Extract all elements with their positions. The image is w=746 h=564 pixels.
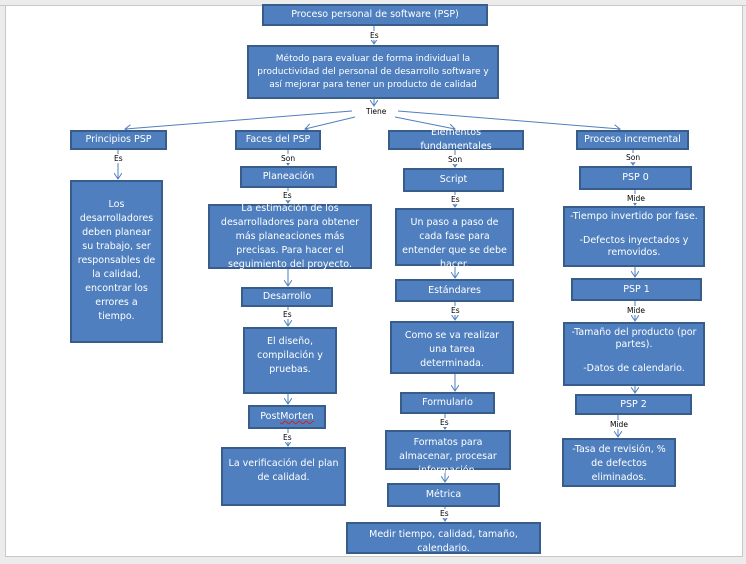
edge-label-es: Es [370,31,379,40]
elemento-metrica: Métrica [387,483,500,507]
elemento-formulario: Formulario [400,392,495,414]
principios-desc: Los desarrolladores deben planear su tra… [70,180,163,343]
edge-label-mide: Mide [610,420,628,429]
fase-desarrollo: Desarrollo [241,287,333,307]
elementos-node: Elementos fundamentales [388,127,524,152]
elemento-estandares: Estándares [395,279,514,302]
connector [397,110,620,129]
elemento-script-desc: Un paso a paso de cada fase para entende… [395,208,514,270]
root-node: Proceso personal de software (PSP) [262,4,488,26]
psp1-node: PSP 1 [571,278,702,301]
fase-post-morten-desc: La verificación del plan de calidad. [221,447,346,506]
edge-label-son: Son [281,154,296,163]
definition-node: Método para evaluar de forma individual … [247,45,499,99]
fase-planeacion: Planeación [240,166,337,188]
edge-label-mide: Mide [627,306,645,315]
edge-label-tiene: Tiene [366,107,387,116]
connector [125,110,353,129]
fase-post-morten-label-b: Morten [280,411,314,422]
psp0-desc: -Tiempo invertido por fase. -Defectos in… [563,206,705,267]
edge-label-es: Es [451,306,460,315]
edge-label-son: Son [626,153,641,162]
elemento-script: Script [403,168,504,192]
fase-desarrollo-desc: El diseño, compilación y pruebas. [243,327,337,394]
elemento-formulario-desc: Formatos para almacenar, procesar inform… [385,430,511,476]
psp2-node: PSP 2 [575,394,692,415]
edge-label-es: Es [283,191,292,200]
elemento-estandares-desc: Como se va realizar una tarea determinad… [390,321,514,374]
psp0-node: PSP 0 [579,166,692,190]
connector [394,116,455,129]
elemento-metrica-desc: Medir tiempo, calidad, tamaño, calendari… [346,522,541,554]
edge-label-es: Es [114,154,123,163]
edge-label-mide: Mide [627,194,645,203]
edge-label-es: Es [283,310,292,319]
edge-label-es: Es [440,509,449,518]
edge-label-son: Son [448,155,463,164]
principios-node: Principios PSP [70,130,167,150]
edge-label-es: Es [451,195,460,204]
psp2-desc: -Tasa de revisión, % de defectos elimina… [562,438,676,487]
faces-node: Faces del PSP [235,130,321,150]
fase-post-morten-label-a: Post [260,411,281,422]
edge-label-es: Es [283,433,292,442]
fase-post-morten: Post Morten [248,405,326,429]
fase-planeacion-desc: La estimación de los desarrolladores par… [208,203,372,270]
edge-label-es: Es [440,418,449,427]
psp1-desc: -Tamaño del producto (por partes). -Dato… [563,322,705,386]
incremental-node: Proceso incremental [576,130,689,150]
connector [305,116,356,129]
